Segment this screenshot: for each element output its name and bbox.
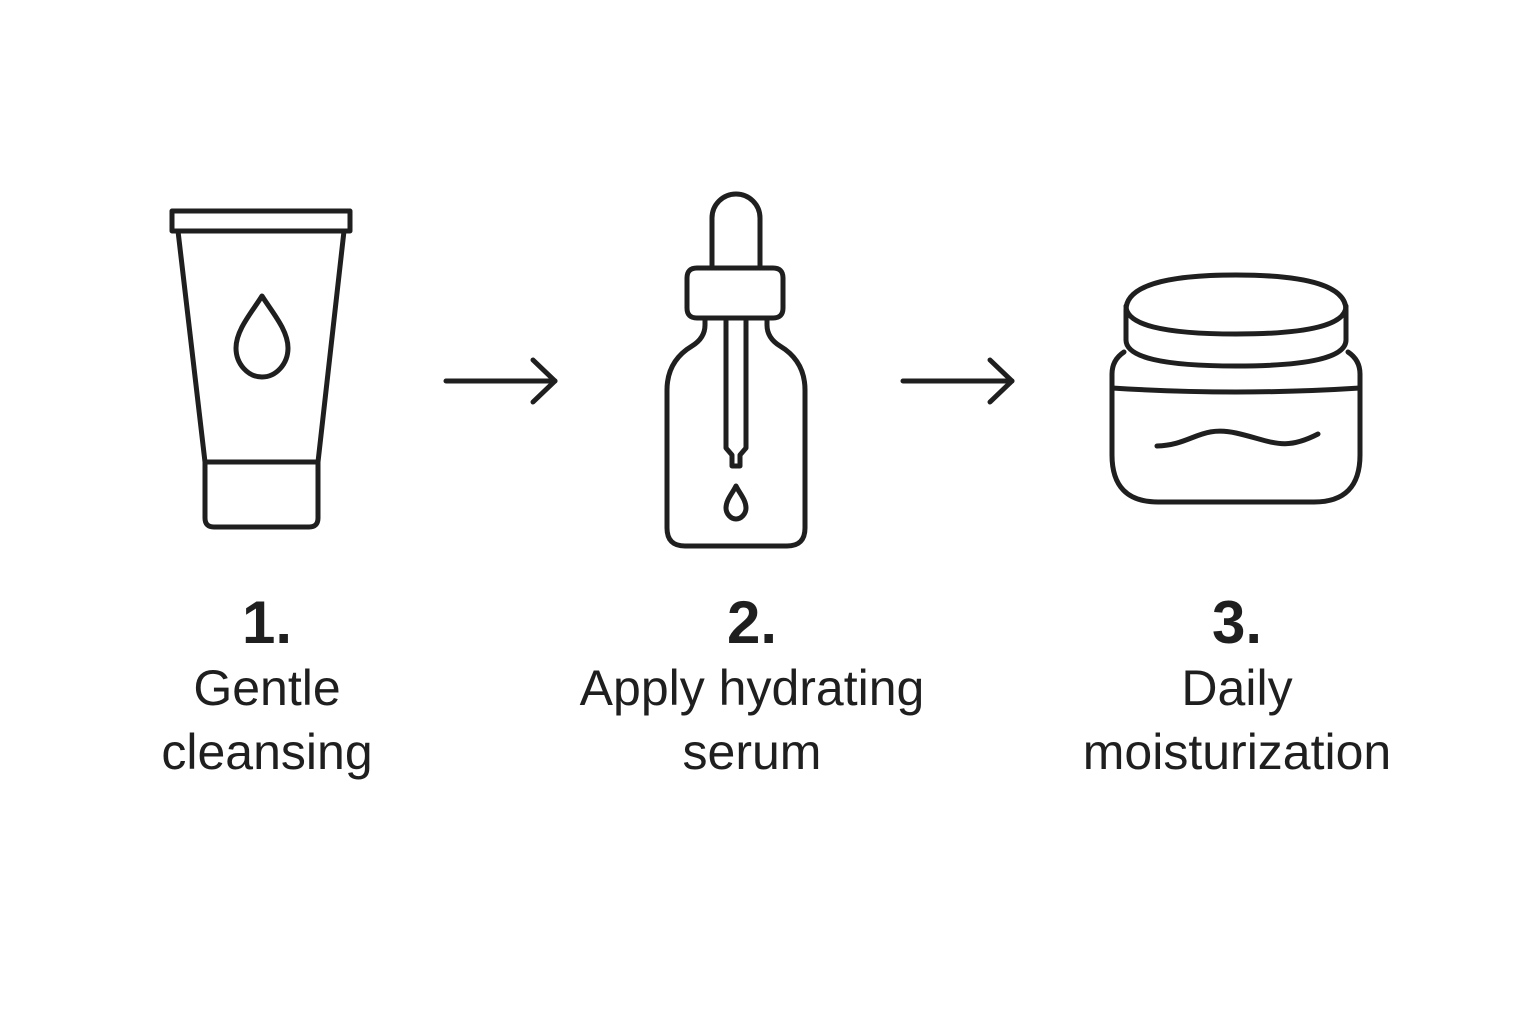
serum-dropper-bottle-icon <box>660 188 815 553</box>
cream-jar-icon <box>1105 268 1370 513</box>
step-label-line-1: Gentle <box>193 660 341 716</box>
cleanser-tube-icon <box>160 200 360 540</box>
step-label-line-2: cleansing <box>161 724 373 780</box>
step-label-line-1: Daily <box>1181 660 1293 716</box>
right-arrow-icon <box>440 355 565 407</box>
step-number: 2. <box>726 589 778 656</box>
step-3-caption: 3. Daily moisturization <box>1083 590 1391 784</box>
step-number: 3. <box>1211 589 1263 656</box>
step-label-line-1: Apply hydrating <box>579 660 925 716</box>
step-label-line-2: moisturization <box>1082 724 1392 780</box>
step-label-line-2: serum <box>682 724 822 780</box>
step-number: 1. <box>241 589 293 656</box>
step-2-caption: 2. Apply hydrating serum <box>580 590 925 784</box>
step-1-caption: 1. Gentle cleansing <box>161 590 372 784</box>
right-arrow-icon <box>897 355 1022 407</box>
